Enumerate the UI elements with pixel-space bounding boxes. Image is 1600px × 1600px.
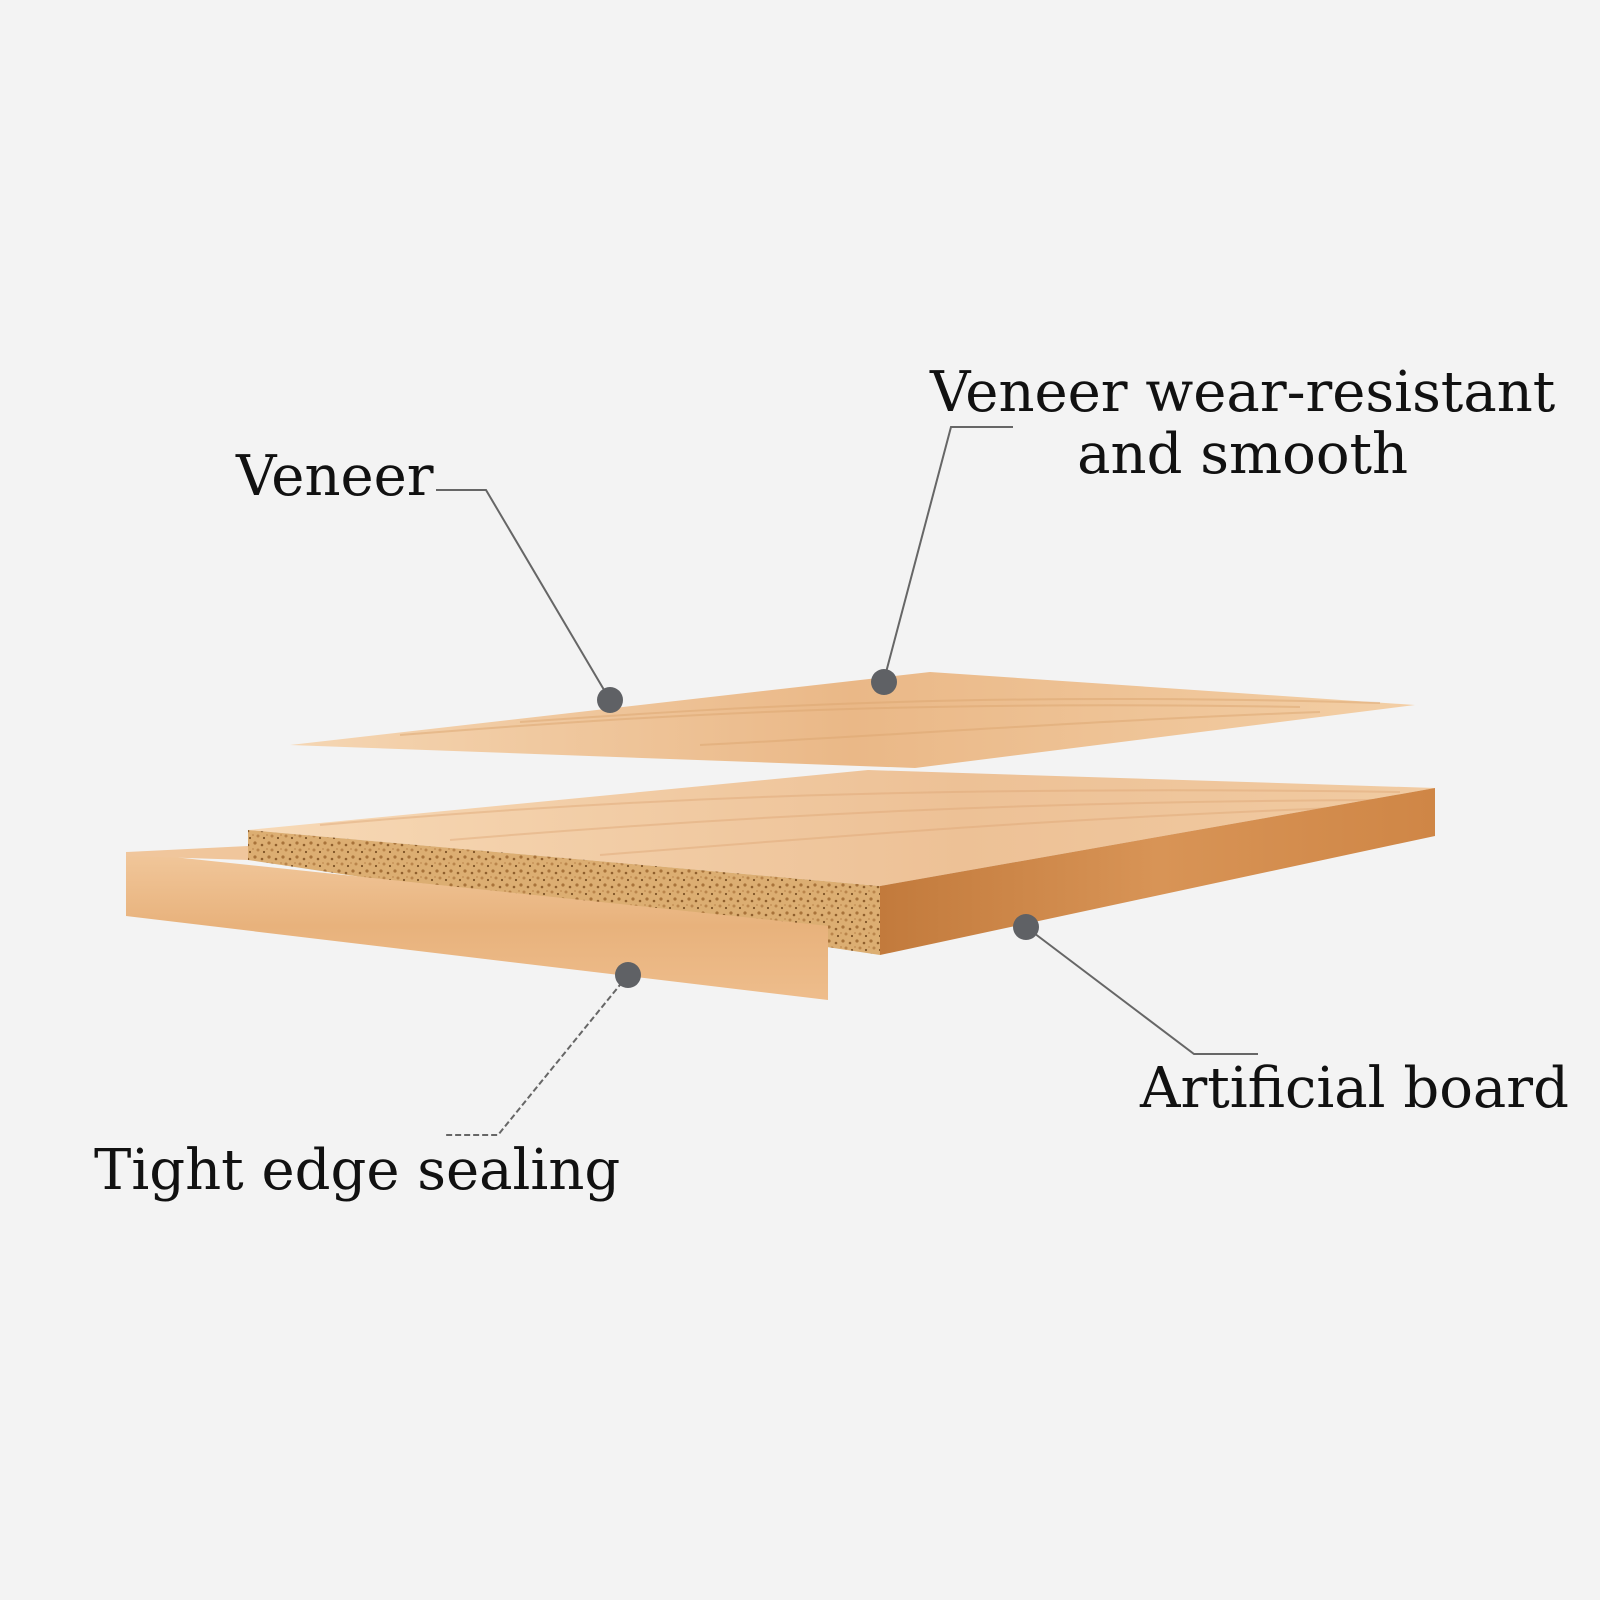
- label-tight-edge-sealing: Tight edge sealing: [94, 1138, 621, 1203]
- board-top-surface: [248, 770, 1435, 886]
- label-veneer: Veneer: [236, 444, 434, 509]
- label-artificial-board: Artificial board: [1140, 1056, 1569, 1121]
- label-veneer-wear-resistant: Veneer wear-resistant and smooth: [930, 362, 1555, 485]
- leader-line-board: [1025, 926, 1258, 1055]
- label-wear-line-1: Veneer wear-resistant: [930, 360, 1556, 425]
- edge-banding-top-face: [126, 846, 248, 860]
- label-wear-line-2: and smooth: [1077, 421, 1409, 487]
- leader-line-edge: [446, 974, 629, 1136]
- veneer-grain: [399, 697, 1381, 746]
- leader-line-veneer: [436, 489, 611, 701]
- marker-dot-board: [1013, 914, 1039, 940]
- marker-dot-wear: [871, 669, 897, 695]
- board-top-grain: [319, 789, 1421, 856]
- edge-banding-strip: [126, 852, 828, 1000]
- marker-dot-edge: [615, 962, 641, 988]
- board-side-face: [880, 788, 1435, 955]
- veneer-sheet: [290, 672, 1415, 768]
- marker-dot-veneer: [597, 687, 623, 713]
- leader-line-wear: [883, 426, 1013, 681]
